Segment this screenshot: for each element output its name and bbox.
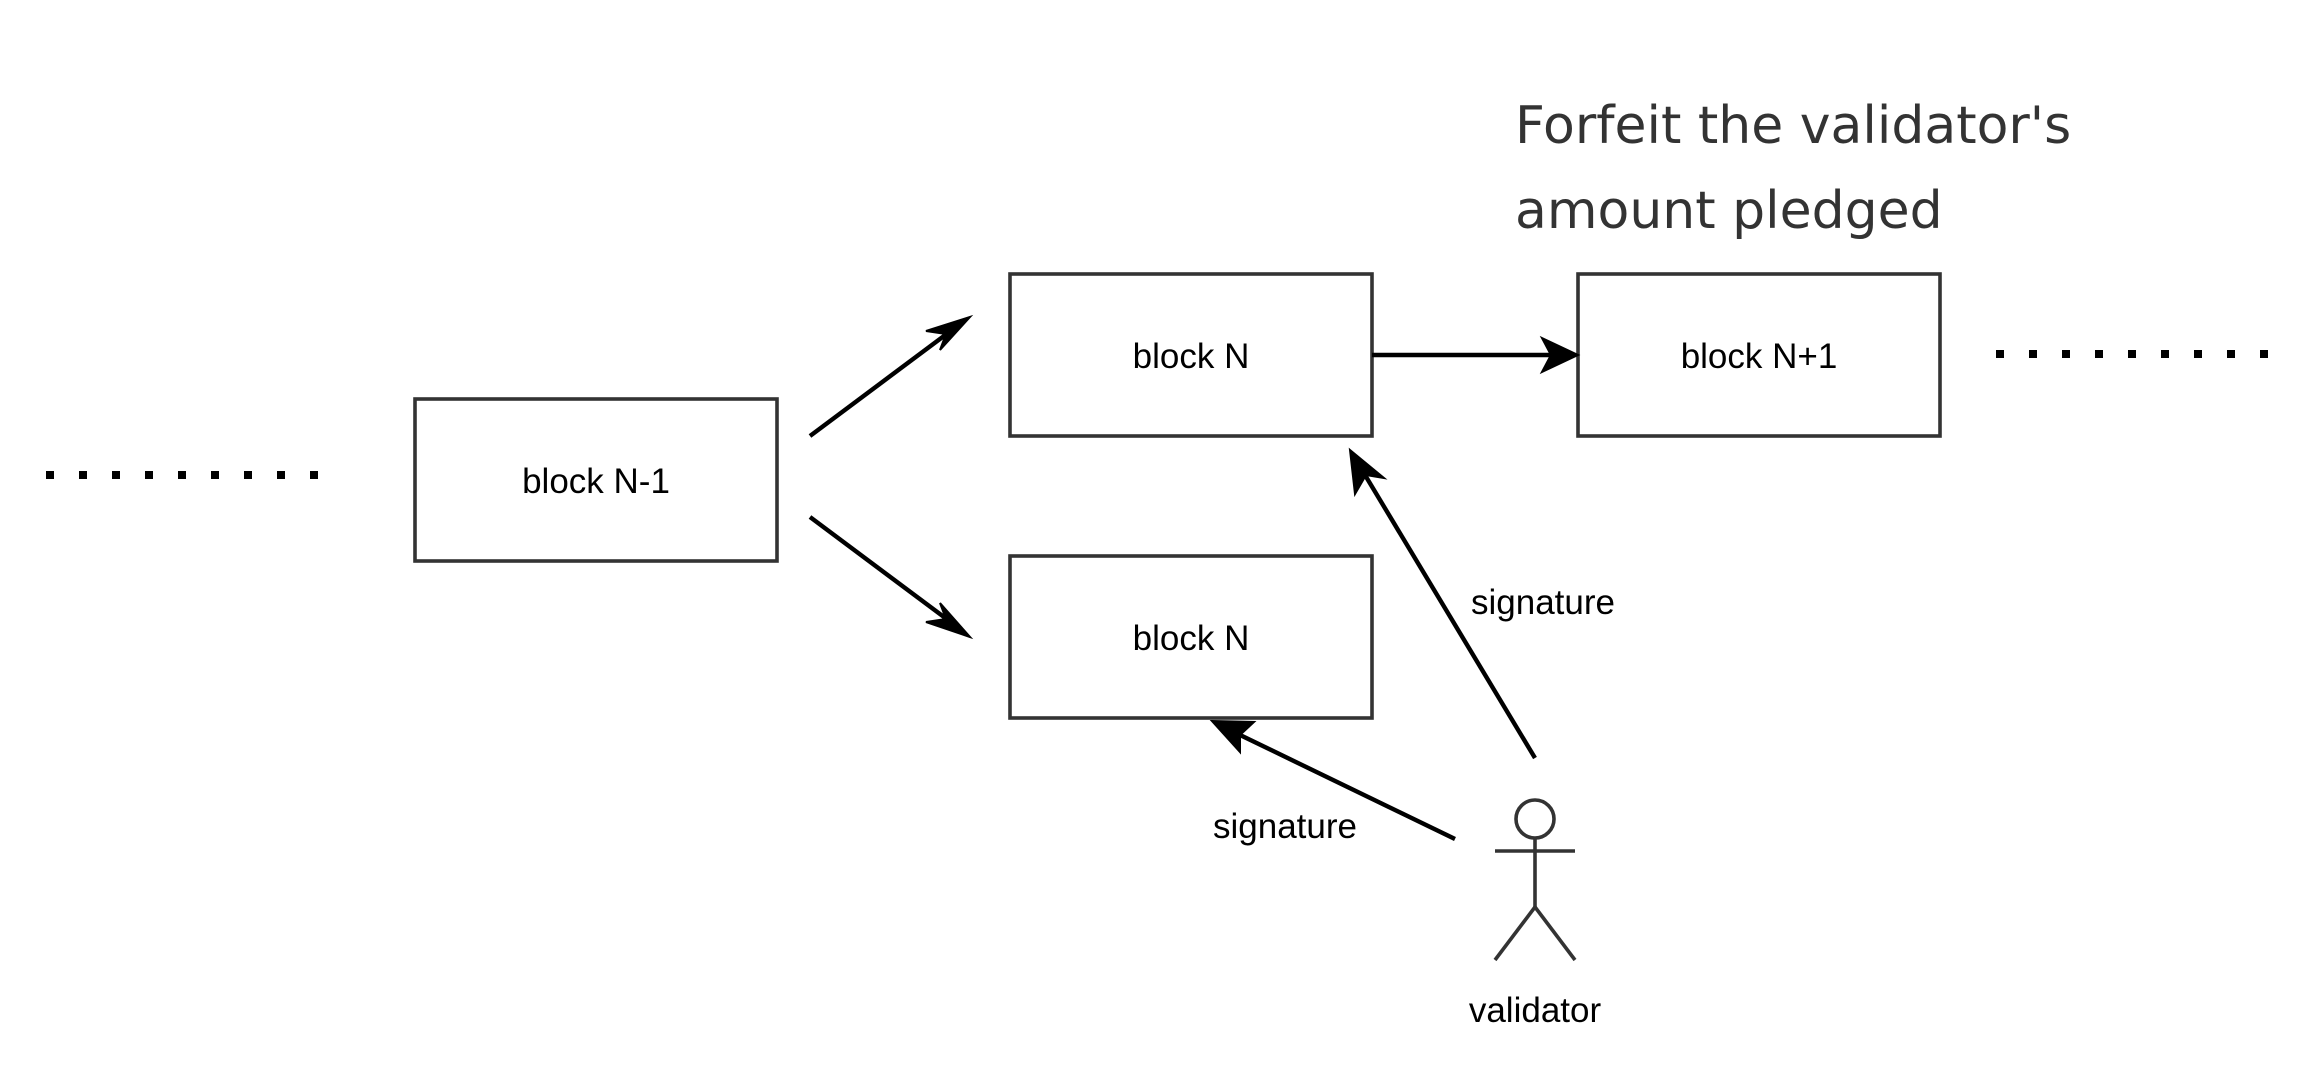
validator-actor-icon: [1493, 798, 1577, 962]
ellipsis-dot: [2062, 350, 2070, 358]
block-n-fork-label: block N: [1133, 619, 1250, 658]
arrow-prev-to-fork: [808, 515, 974, 640]
block-n-minus-1-label: block N-1: [522, 462, 670, 501]
ellipsis-dot: [2260, 350, 2268, 358]
arrowhead-icon: [1209, 719, 1257, 755]
validator-label: validator: [1469, 991, 1602, 1030]
ellipsis-dot: [1996, 350, 2004, 358]
block-n-minus-1: block N-1: [413, 397, 779, 563]
ellipsis-dot: [178, 471, 186, 479]
ellipsis-dot: [112, 471, 120, 479]
arrow-main-to-next: [1372, 335, 1581, 375]
block-n-main-label: block N: [1133, 337, 1250, 376]
ellipsis-dot: [46, 471, 54, 479]
ellipsis-dot: [2194, 350, 2202, 358]
block-n-plus-1-label: block N+1: [1681, 337, 1838, 376]
signature-label-fork: signature: [1213, 807, 1357, 846]
arrowhead-icon: [1348, 447, 1388, 498]
block-n-main: block N: [1008, 272, 1374, 438]
ellipsis-dot: [277, 471, 285, 479]
signature-arrow-fork: [1209, 719, 1456, 841]
signature-label-main: signature: [1471, 583, 1615, 622]
forfeit-note: Forfeit the validator's amount pledged: [1515, 96, 2071, 241]
arrowhead-icon: [925, 602, 974, 640]
arrowhead-icon: [925, 314, 974, 351]
ellipsis-dot: [2161, 350, 2169, 358]
ellipsis-dot: [145, 471, 153, 479]
ellipsis-dot: [211, 471, 219, 479]
ellipsis-dot: [2095, 350, 2103, 358]
ellipsis-dot: [2029, 350, 2037, 358]
arrow-prev-to-main: [808, 314, 974, 438]
ellipsis-dot: [244, 471, 252, 479]
ellipsis-dot: [2227, 350, 2235, 358]
block-n-fork: block N: [1008, 554, 1374, 720]
ellipsis-right: · · · · · · · · ·: [1996, 350, 2268, 358]
ellipsis-dot: [79, 471, 87, 479]
ellipsis-dot: [2128, 350, 2136, 358]
block-n-plus-1: block N+1: [1576, 272, 1942, 438]
forfeit-note-line-2: amount pledged: [1515, 181, 1943, 241]
arrowhead-icon: [1539, 335, 1581, 375]
ellipsis-dot: [310, 471, 318, 479]
signature-arrow-main: [1348, 447, 1537, 760]
ellipsis-left: · · · · · · · · ·: [46, 471, 318, 479]
forfeit-note-line-1: Forfeit the validator's: [1515, 96, 2071, 156]
